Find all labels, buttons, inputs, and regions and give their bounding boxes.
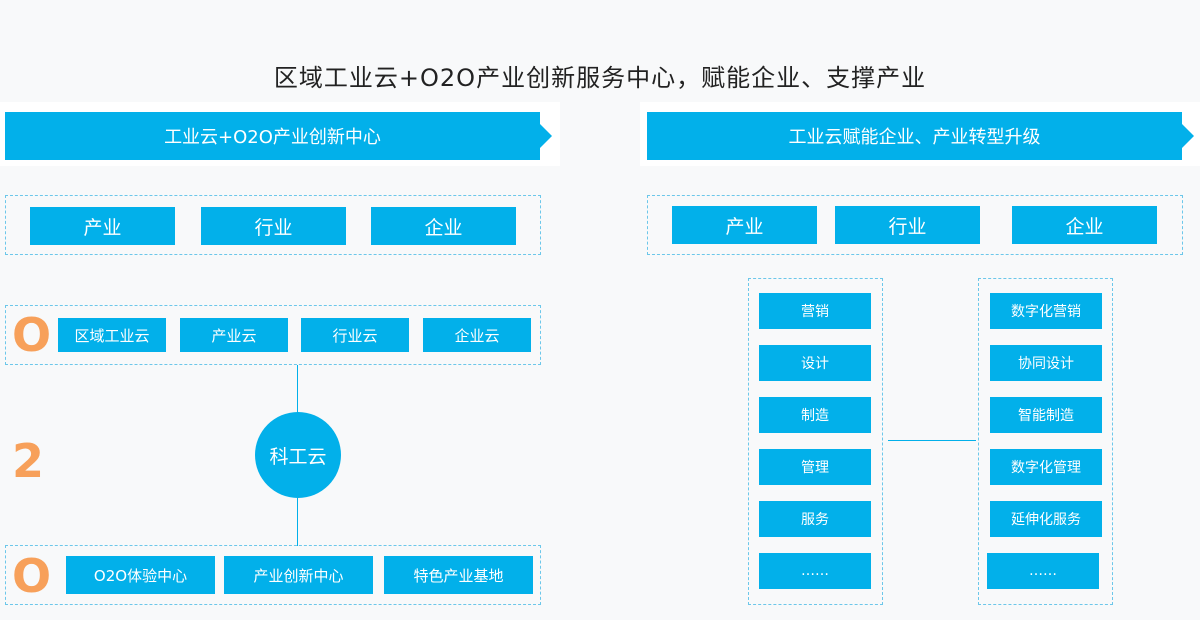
upgrade-item: 协同设计 — [990, 345, 1102, 381]
column-connector-line — [888, 440, 976, 441]
function-item: 制造 — [759, 397, 871, 433]
left-banner: 工业云+O2O产业创新中心 — [5, 112, 540, 160]
function-item-ellipsis: …… — [759, 553, 871, 589]
center-row-frame — [5, 545, 541, 605]
industry-innovation-center-box: 产业创新中心 — [224, 556, 373, 594]
industry-cloud-box: 产业云 — [180, 318, 288, 352]
right-enterprise-box: 企业 — [1012, 206, 1157, 244]
upgrade-item: 数字化管理 — [990, 449, 1102, 485]
o-letter-top: O — [12, 308, 52, 362]
left-enterprise-box: 企业 — [371, 207, 516, 245]
upgrade-column-frame — [978, 278, 1113, 605]
right-banner-arrow-icon — [1182, 124, 1194, 148]
upgrade-item: 数字化营销 — [990, 293, 1102, 329]
function-column-frame — [748, 278, 883, 605]
connector-line-bottom — [297, 498, 298, 546]
right-sector-box: 行业 — [835, 206, 980, 244]
function-item: 服务 — [759, 501, 871, 537]
page-title: 区域工业云+O2O产业创新服务中心，赋能企业、支撑产业 — [273, 64, 927, 92]
o2o-experience-center-box: O2O体验中心 — [66, 556, 215, 594]
left-industry-box: 产业 — [30, 207, 175, 245]
two-letter: 2 — [12, 434, 45, 488]
connector-line-top — [297, 365, 298, 413]
enterprise-cloud-box: 企业云 — [423, 318, 531, 352]
upgrade-item: 智能制造 — [990, 397, 1102, 433]
right-top-row-frame — [647, 195, 1183, 255]
right-banner: 工业云赋能企业、产业转型升级 — [647, 112, 1182, 160]
regional-cloud-box: 区域工业云 — [58, 318, 166, 352]
right-industry-box: 产业 — [672, 206, 817, 244]
featured-industry-base-box: 特色产业基地 — [384, 556, 533, 594]
cloud-row-frame — [5, 305, 541, 365]
left-top-row-frame — [5, 195, 541, 255]
o-letter-bottom: O — [12, 549, 52, 603]
center-cloud-circle: 科工云 — [255, 412, 341, 498]
sector-cloud-box: 行业云 — [301, 318, 409, 352]
function-item: 设计 — [759, 345, 871, 381]
function-item: 管理 — [759, 449, 871, 485]
left-banner-arrow-icon — [540, 124, 552, 148]
left-sector-box: 行业 — [201, 207, 346, 245]
upgrade-item: 延伸化服务 — [990, 501, 1102, 537]
upgrade-item-ellipsis: …… — [987, 553, 1099, 589]
function-item: 营销 — [759, 293, 871, 329]
